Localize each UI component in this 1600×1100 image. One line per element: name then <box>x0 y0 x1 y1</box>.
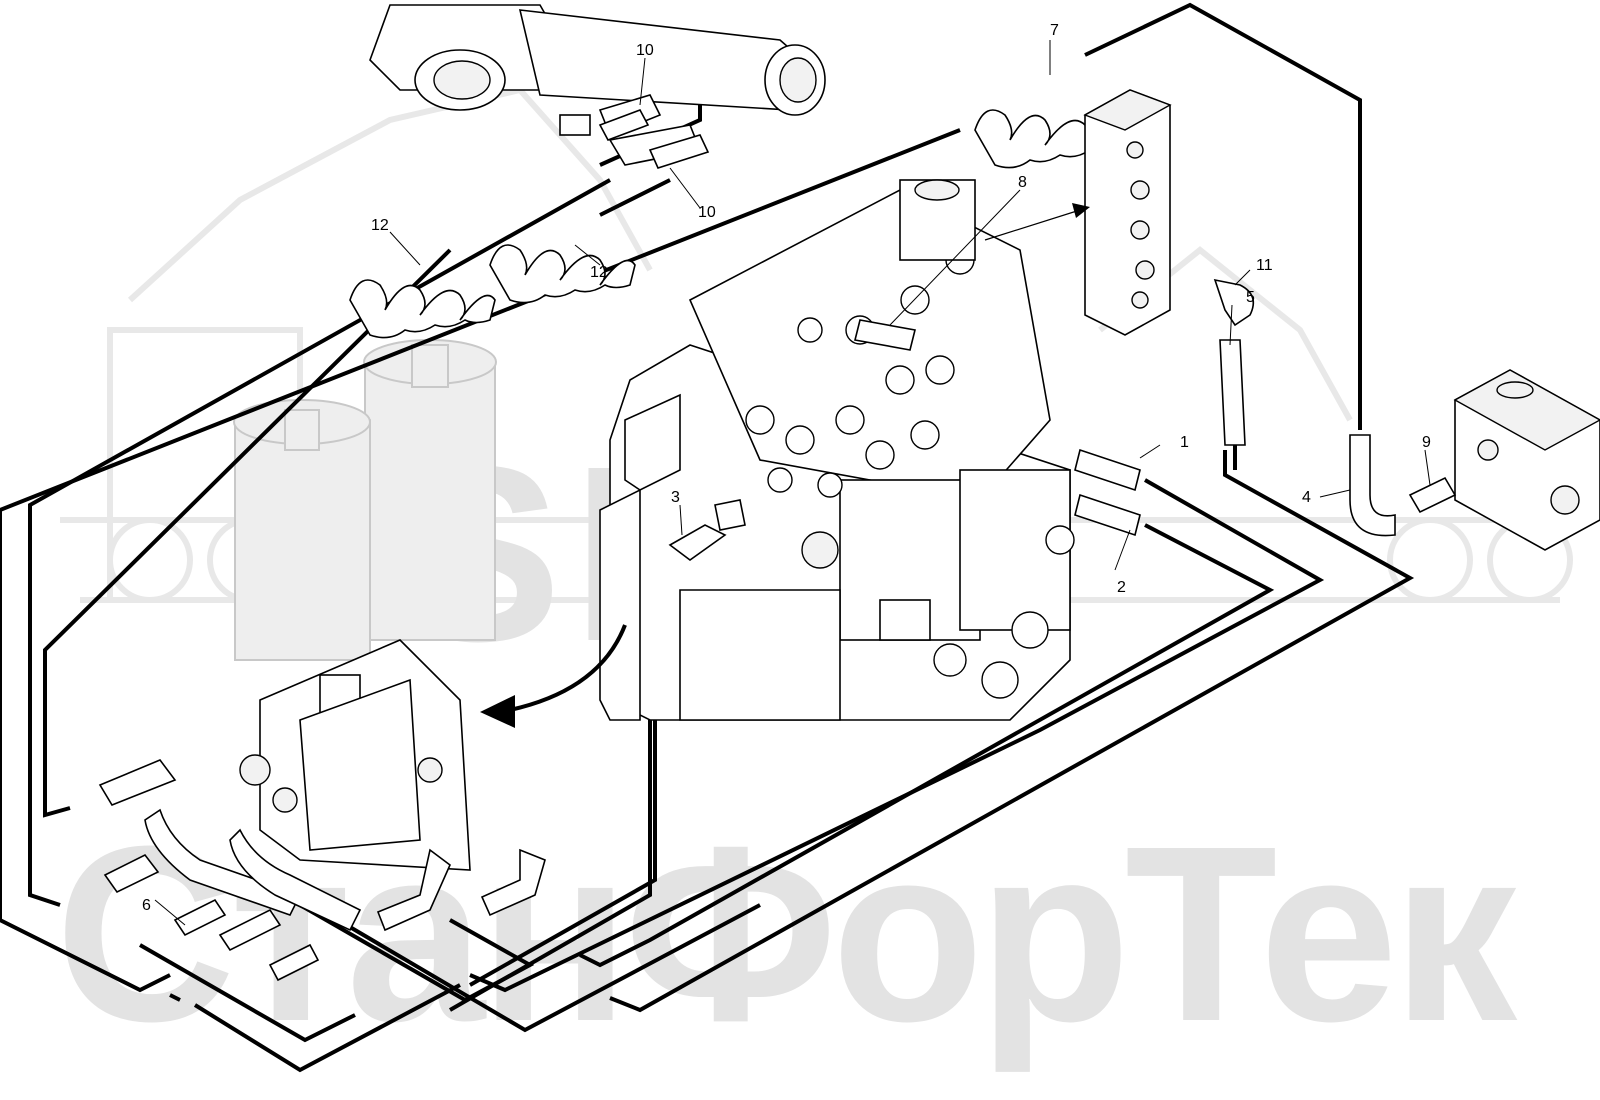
callout-labels: 1 2 3 4 5 6 7 8 9 10 10 11 12 12 <box>142 22 1431 914</box>
line-bottom-1 <box>139 943 356 1043</box>
callout-2: 2 <box>1117 579 1126 596</box>
main-valve-block <box>609 179 1075 721</box>
callout-3: 3 <box>671 489 680 506</box>
arrowhead-manifold <box>480 695 515 728</box>
callout-4: 4 <box>1302 489 1311 506</box>
line-cyl-2 <box>599 178 671 217</box>
line-left-3 <box>43 248 452 818</box>
callout-8: 8 <box>1018 174 1027 191</box>
right-block <box>1453 369 1600 551</box>
callout-6: 6 <box>142 897 151 914</box>
mounting-plate <box>599 393 681 721</box>
fittings <box>98 109 1457 982</box>
arrowhead-inlet-block <box>1072 203 1090 218</box>
line-outer-left <box>0 128 961 993</box>
line-bottom-4 <box>268 878 761 1033</box>
spiral-guard-12b <box>489 244 636 304</box>
arrow-inlet-block <box>984 209 1081 241</box>
hydraulic-cylinder <box>369 4 826 166</box>
line-bottom-2 <box>193 983 461 1073</box>
callout-10-mid: 10 <box>698 204 716 221</box>
callout-10-top: 10 <box>636 42 654 59</box>
line-bottom-5 <box>299 903 466 1002</box>
line-right-2 <box>579 523 1275 968</box>
callout-9: 9 <box>1422 434 1431 451</box>
callout-12-left: 12 <box>371 217 389 234</box>
line-right-3 <box>609 450 1415 1013</box>
callout-12-right: 12 <box>590 264 608 281</box>
spiral-guard-12a <box>349 279 496 339</box>
callout-11: 11 <box>1256 257 1273 274</box>
leader-lines <box>154 40 1431 926</box>
callout-7: 7 <box>1050 22 1059 39</box>
arrow-manifold-curve <box>509 624 627 712</box>
line-left-4 <box>169 993 181 1002</box>
accumulator-manifold <box>239 639 471 871</box>
line-top-right <box>1084 2 1362 430</box>
line-left-2 <box>28 178 611 907</box>
inlet-block <box>1083 89 1172 336</box>
callout-1: 1 <box>1180 434 1189 451</box>
callout-5: 5 <box>1246 289 1255 306</box>
accumulators <box>233 339 497 661</box>
